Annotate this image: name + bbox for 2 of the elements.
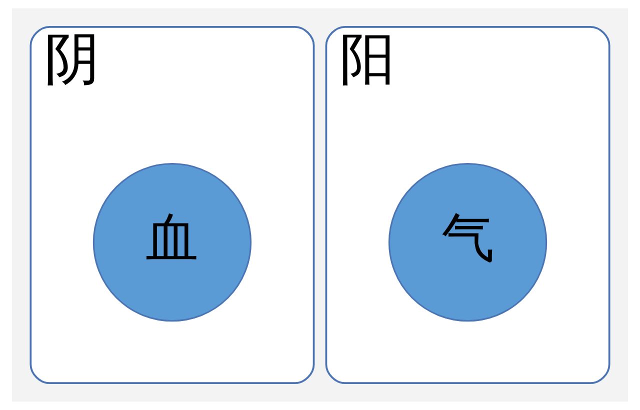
node-circle: 血 xyxy=(92,163,252,322)
node-circle: 气 xyxy=(388,163,548,322)
